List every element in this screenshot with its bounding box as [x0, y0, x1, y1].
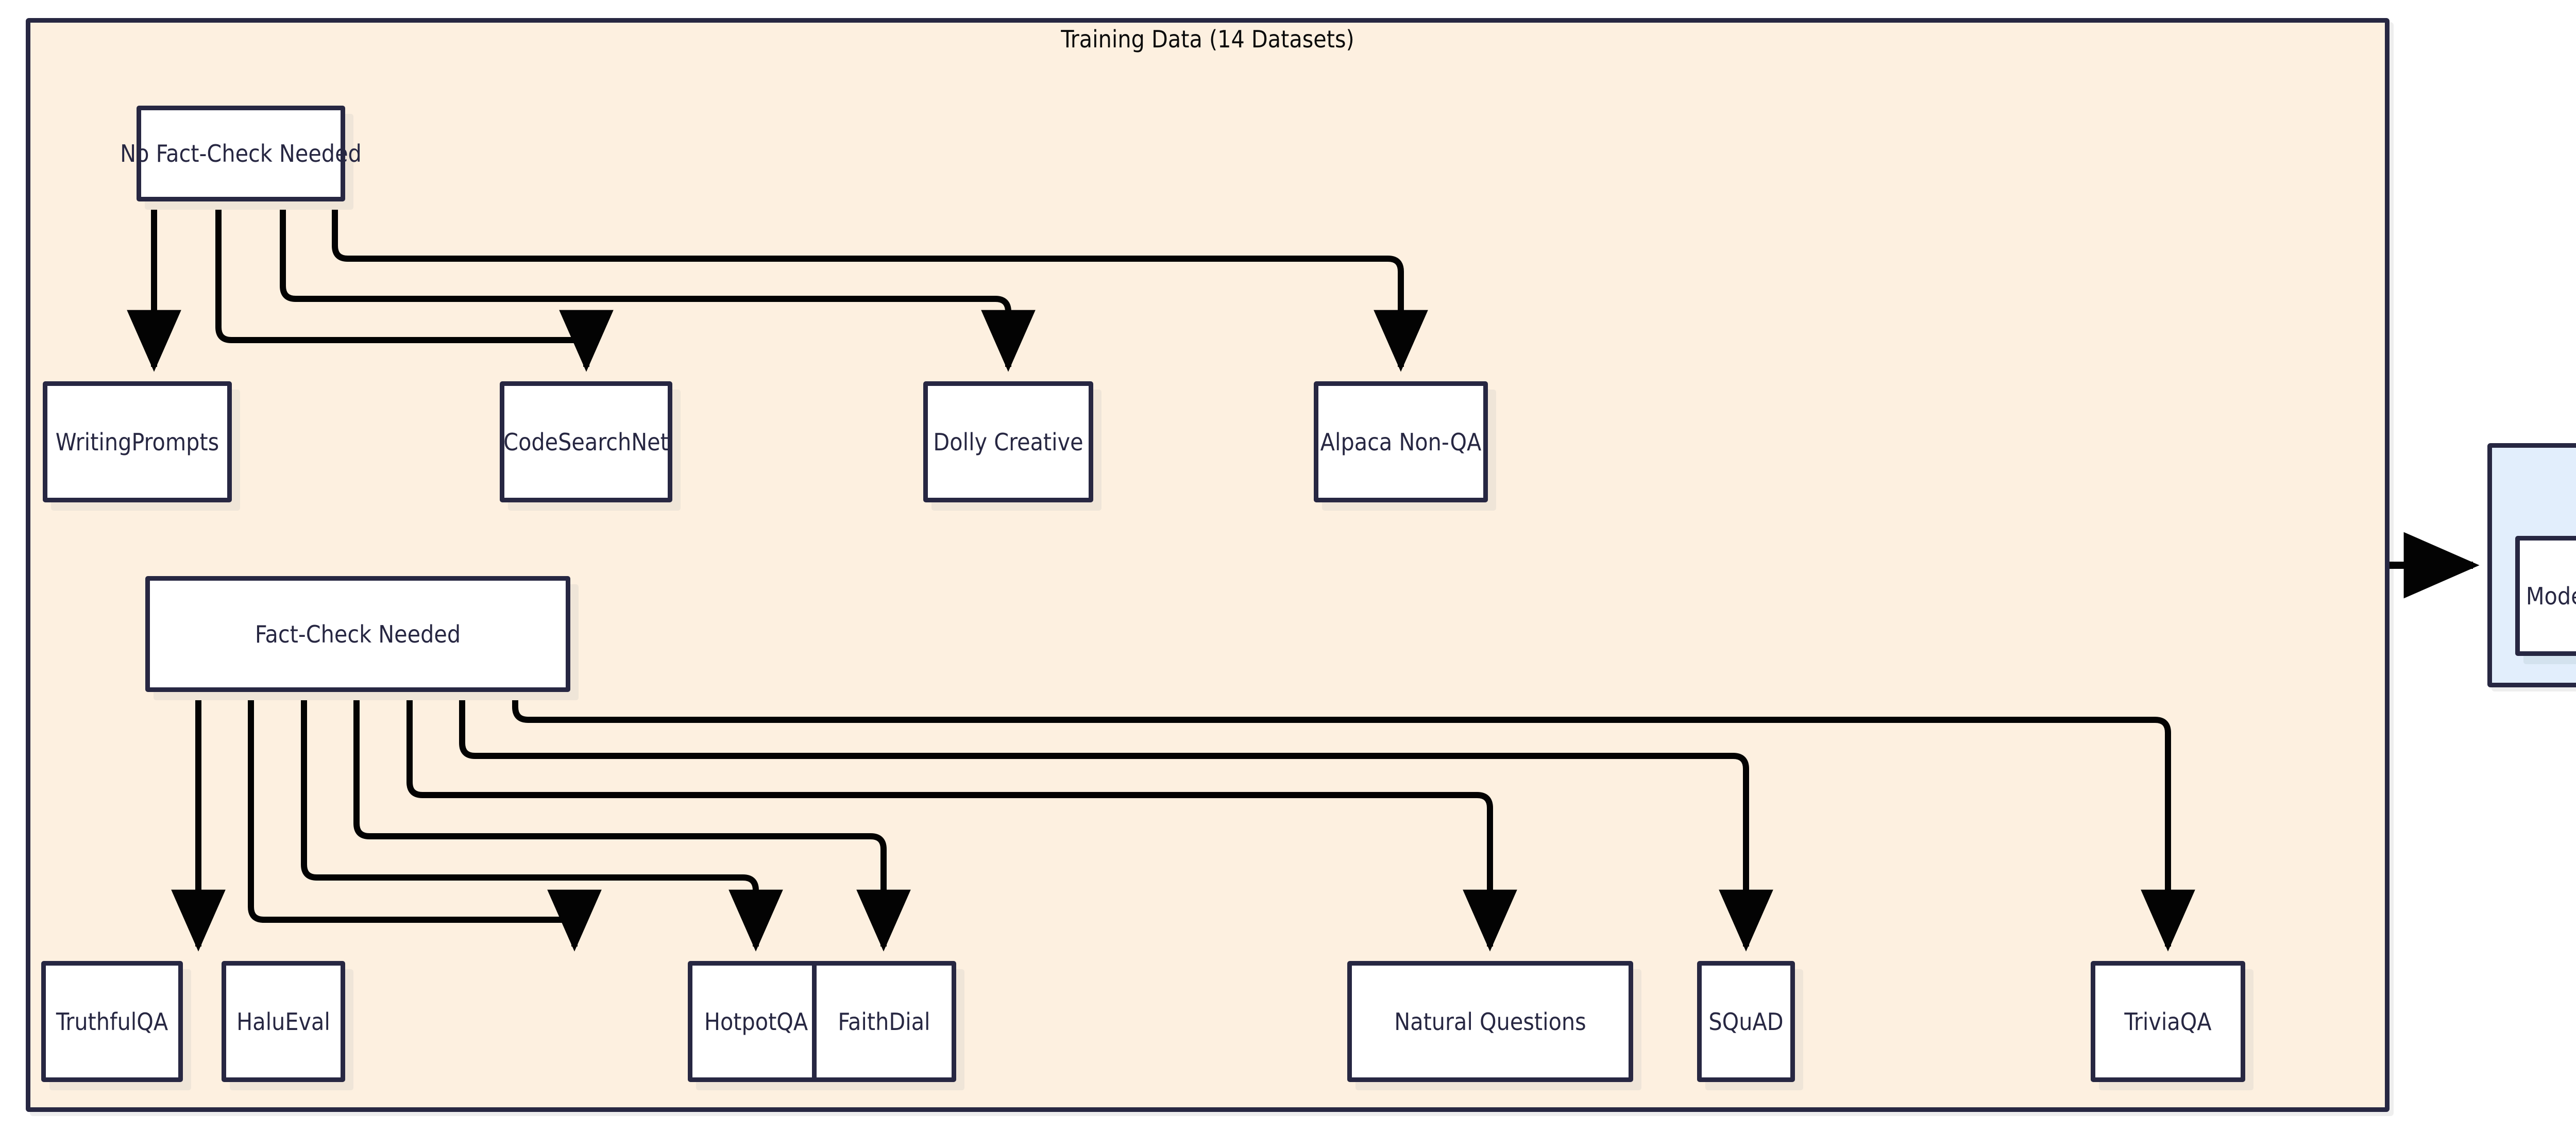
node-squad[interactable]: SQuAD	[1697, 961, 1795, 1082]
node-halueval[interactable]: HaluEval	[222, 961, 345, 1082]
node-label: CodeSearchNet	[503, 428, 669, 456]
node-label: SQuAD	[1708, 1007, 1784, 1036]
cluster-halugate-sentinel-title: HaluGate Sentinel	[2487, 452, 2576, 479]
node-label: No Fact-Check Needed	[120, 140, 362, 167]
node-codesearchnet[interactable]: CodeSearchNet	[500, 381, 672, 502]
node-truthfulqa[interactable]: TruthfulQA	[41, 961, 183, 1082]
node-fact-check-needed[interactable]: Fact-Check Needed	[145, 576, 570, 692]
node-label: Fact-Check Needed	[255, 620, 461, 648]
node-alpaca-non-qa[interactable]: Alpaca Non-QA	[1314, 381, 1488, 502]
node-modernbert-base[interactable]: ModernBERT Base	[2515, 536, 2576, 656]
node-natural-questions[interactable]: Natural Questions	[1347, 961, 1633, 1082]
node-label: TriviaQA	[2124, 1007, 2212, 1036]
node-label: TruthfulQA	[56, 1007, 168, 1036]
node-label: Dolly Creative	[933, 428, 1083, 456]
node-label: FaithDial	[838, 1007, 930, 1036]
node-triviaqa[interactable]: TriviaQA	[2091, 961, 2245, 1082]
node-faithdial[interactable]: FaithDial	[812, 961, 956, 1082]
node-dolly-creative[interactable]: Dolly Creative	[923, 381, 1093, 502]
node-label: ModernBERT Base	[2526, 582, 2576, 610]
cluster-training-data-title: Training Data (14 Datasets)	[1061, 25, 1354, 53]
node-hotpotqa[interactable]: HotpotQA	[688, 961, 824, 1082]
cluster-training-data	[26, 18, 2389, 1112]
node-no-fact-check-needed[interactable]: No Fact-Check Needed	[120, 106, 362, 201]
node-label: HaluEval	[236, 1007, 330, 1036]
node-label: HotpotQA	[704, 1007, 808, 1036]
node-label: Alpaca Non-QA	[1320, 428, 1482, 456]
node-label: Natural Questions	[1394, 1007, 1586, 1036]
node-label: WritingPrompts	[55, 428, 219, 456]
node-writingprompts[interactable]: WritingPrompts	[43, 381, 232, 502]
